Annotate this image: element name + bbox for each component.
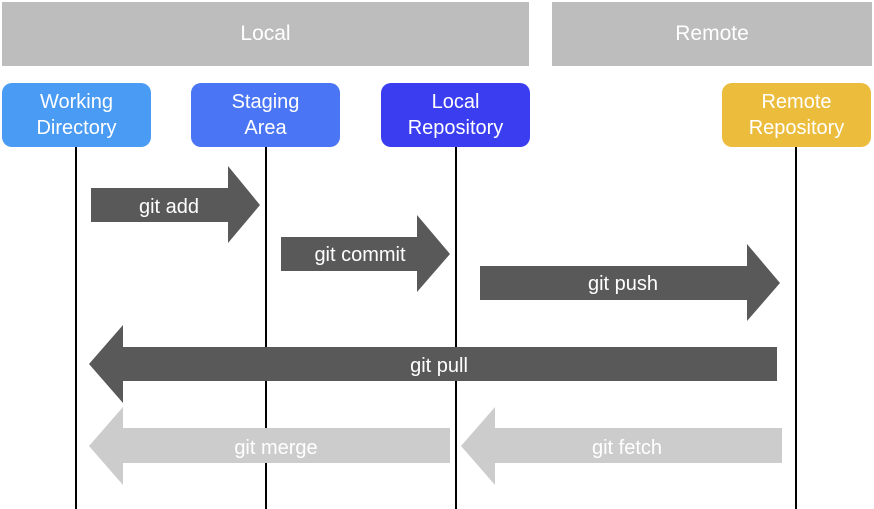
remote-repository-lifeline [795,147,797,509]
git-merge-arrow-shape [89,407,450,485]
remote-repository-label: Remote Repository [748,91,845,139]
git-commit-arrow-shape [281,215,450,292]
git-pull-label: git pull [410,355,468,377]
git-push-arrow: git push [480,244,780,321]
remote-group-header: Remote [552,2,872,66]
git-fetch-label: git fetch [592,437,662,459]
local-repository-box: Local Repository [381,83,530,147]
staging-area-box: Staging Area [191,83,340,147]
git-pull-arrow-shape [89,325,777,403]
git-fetch-arrow: git fetch [461,407,782,485]
git-add-label: git add [139,196,199,218]
git-fetch-arrow-shape [461,407,782,485]
git-add-arrow-shape [91,166,260,243]
staging-area-lifeline [265,147,267,509]
git-merge-label: git merge [234,437,317,459]
git-commit-arrow: git commit [281,215,450,292]
working-directory-label: Working Directory [36,91,117,139]
working-directory-lifeline [75,147,77,509]
git-push-arrow-shape [480,244,780,321]
local-repository-lifeline [455,147,457,509]
local-repository-label: Local Repository [407,91,504,139]
staging-area-label: Staging Area [231,91,300,139]
git-pull-arrow: git pull [89,325,777,403]
local-group-label: Local [240,22,291,45]
git-add-arrow: git add [91,166,260,243]
git-commit-label: git commit [314,244,406,266]
git-push-label: git push [588,273,658,295]
working-directory-box: Working Directory [2,83,151,147]
local-group-header: Local [2,2,529,66]
git-merge-arrow: git merge [89,407,450,485]
remote-group-label: Remote [675,22,749,45]
remote-repository-box: Remote Repository [722,83,871,147]
